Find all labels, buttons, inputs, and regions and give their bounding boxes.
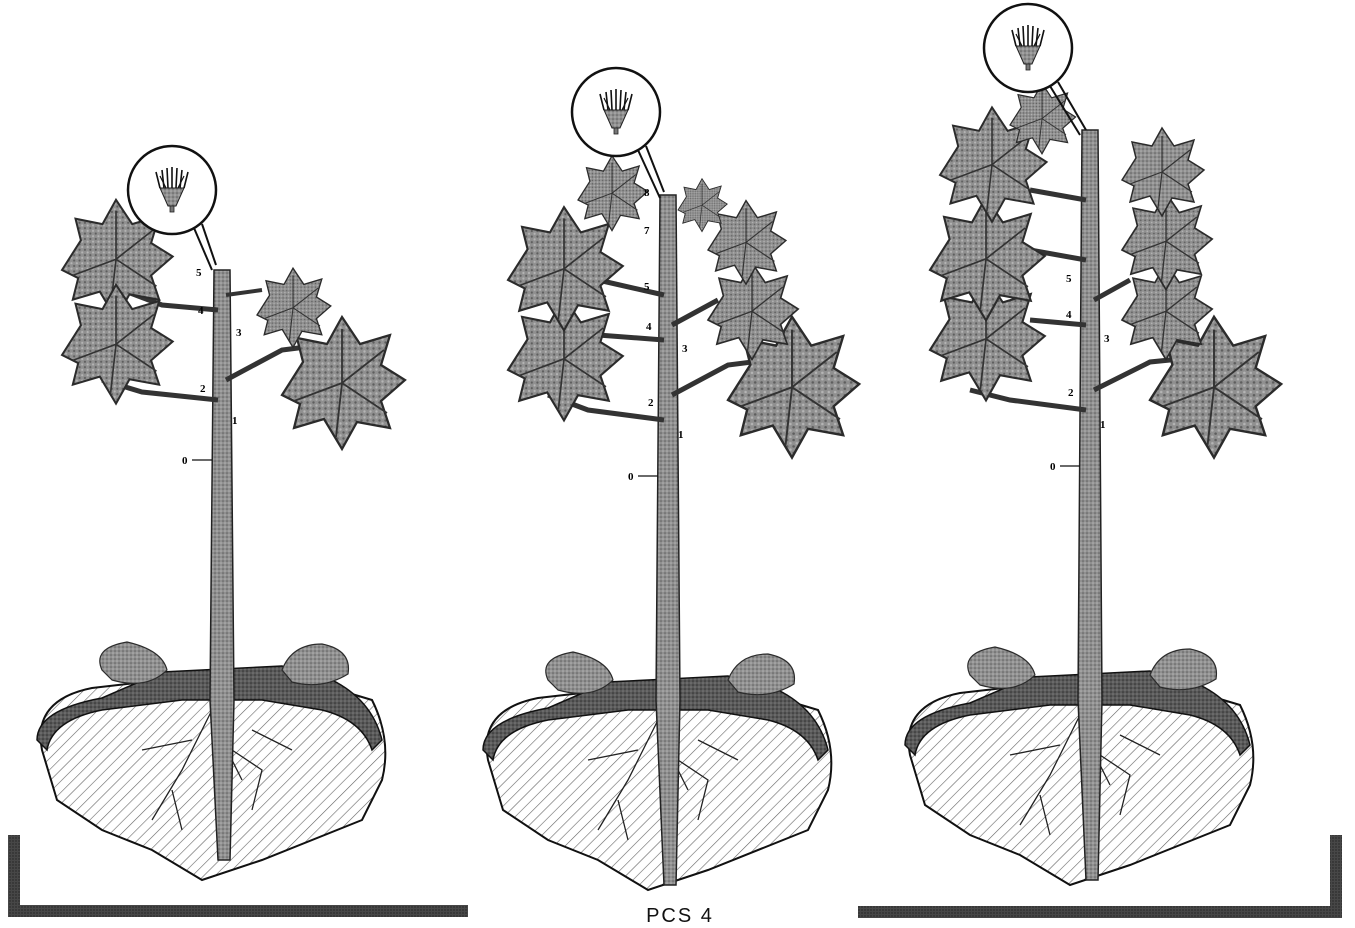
- node-label: 1: [678, 429, 684, 441]
- stem: [656, 195, 680, 885]
- plant-3: 0 1 2 3 4 5: [905, 4, 1281, 885]
- node-label: 4: [1066, 309, 1072, 321]
- stem: [1078, 130, 1102, 880]
- node-label: 4: [646, 321, 652, 333]
- node-label: 8: [644, 187, 650, 199]
- node-label: 3: [1104, 333, 1110, 345]
- node-label: 2: [200, 383, 206, 395]
- node-label: 3: [236, 327, 242, 339]
- node-label: 1: [232, 415, 238, 427]
- node-label: 5: [644, 281, 650, 293]
- plant-1: 0 1 2 3 4 5: [37, 146, 405, 880]
- node-label: 0: [628, 471, 634, 483]
- node-label: 2: [648, 397, 654, 409]
- stem: [210, 270, 234, 860]
- node-label: 4: [198, 305, 204, 317]
- node-label: 2: [1068, 387, 1074, 399]
- node-label: 5: [196, 267, 202, 279]
- node-label: 7: [644, 225, 650, 237]
- plant-2: 0 1 2 3 4 5 7 8: [483, 68, 859, 890]
- node-label: 0: [1050, 461, 1056, 473]
- node-label: 0: [182, 455, 188, 467]
- node-label: 5: [1066, 273, 1072, 285]
- stage-label: PCS 4: [600, 905, 760, 928]
- node-label: 1: [1100, 419, 1106, 431]
- node-label: 3: [682, 343, 688, 355]
